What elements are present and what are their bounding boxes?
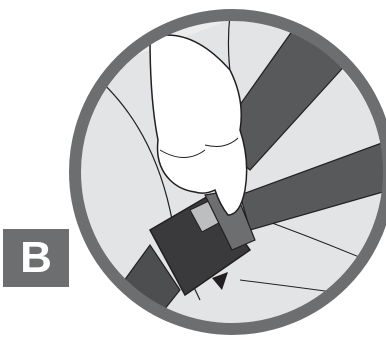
step-label-badge: B <box>0 226 72 290</box>
step-letter: B <box>20 236 52 280</box>
